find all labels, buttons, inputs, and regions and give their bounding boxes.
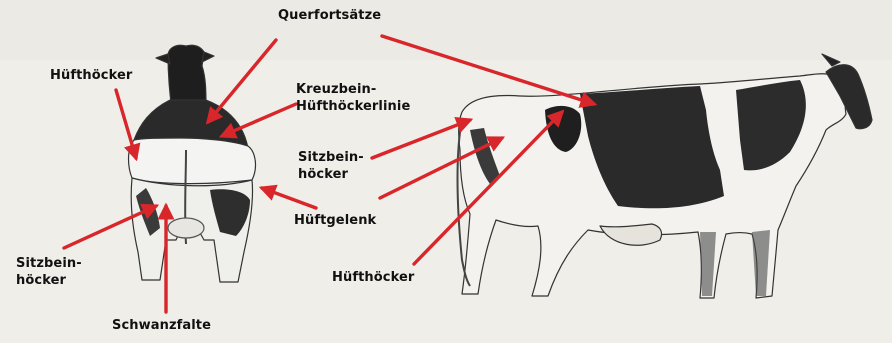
label-hufthoecker-bottom: Hüfthöcker <box>332 270 414 286</box>
label-sitzbein-left-line1: Sitzbein- <box>16 256 82 272</box>
label-querfortsaetze: Querfortsätze <box>278 8 381 24</box>
label-kreuzbein-line1: Kreuzbein- <box>296 82 376 98</box>
rear-cow-hips <box>129 138 256 184</box>
label-sitzbein-right-line1: Sitzbein- <box>298 150 364 166</box>
label-schwanzfalte: Schwanzfalte <box>112 318 211 334</box>
label-hufthoecker-left: Hüfthöcker <box>50 68 132 84</box>
label-sitzbein-right-line2: höcker <box>298 167 348 183</box>
label-hueftgelenk: Hüftgelenk <box>294 213 376 229</box>
label-kreuzbein-line2: Hüfthöckerlinie <box>296 99 410 115</box>
label-sitzbein-left-line2: höcker <box>16 273 66 289</box>
